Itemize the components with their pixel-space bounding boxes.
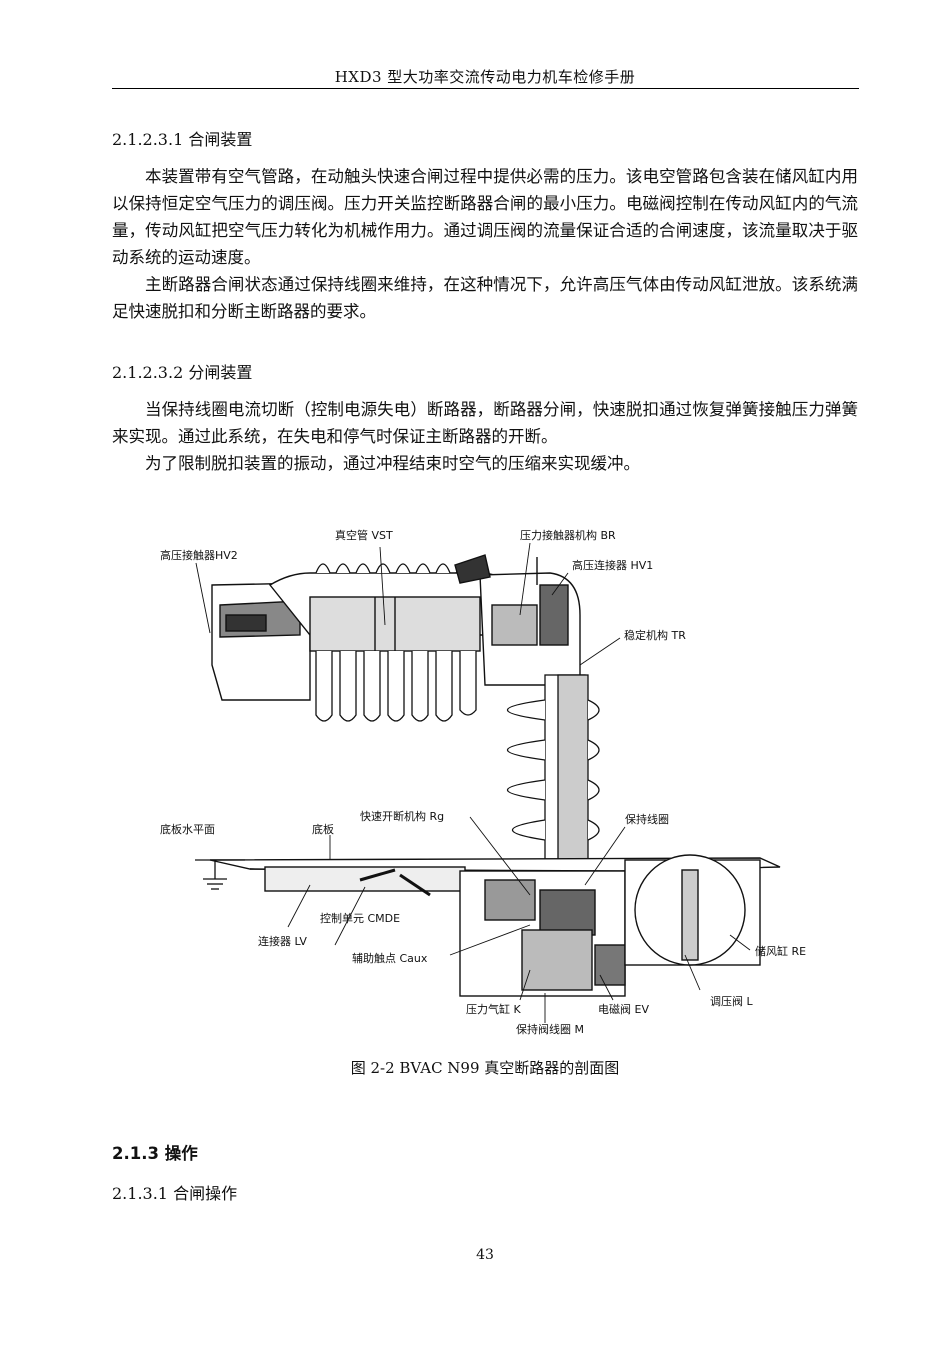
paragraph-2: 主断路器合闸状态通过保持线圈来维持，在这种情况下，允许高压气体由传动风缸泄放。该… [112,275,858,321]
paragraph-closing-device: 本装置带有空气管路，在动触头快速合闸过程中提供必需的压力。该电空管路包含装在储风… [112,163,858,325]
air-reservoir [624,854,761,966]
subsection-heading-closing-operation: 2.1.3.1 合闸操作 [112,1184,238,1203]
label-floor: 底板 [312,822,334,836]
label-connector-lv: 连接器 LV [258,935,307,948]
label-pressure-cylinder: 压力气缸 K [466,1002,521,1016]
circuit-breaker-figure: 真空管 VST 压力接触器机构 BR 高压接触器HV2 高压连接器 HV1 稳定… [140,515,830,1045]
ground-icon [195,859,245,890]
label-holding-coil: 保持线圈 [625,812,669,826]
label-vacuum-tube: 真空管 VST [335,528,393,542]
header-rule [112,88,859,89]
breaker-cross-section-drawing: 真空管 VST 压力接触器机构 BR 高压接触器HV2 高压连接器 HV1 稳定… [160,528,806,1036]
page-number: 43 [476,1247,494,1263]
section-heading-closing-device: 2.1.2.3.1 合闸装置 [112,130,253,149]
figure-caption: 图 2-2 BVAC N99 真空断路器的剖面图 [350,1059,620,1077]
label-hv-contactor-2: 高压接触器HV2 [160,548,238,562]
pressure-contact-head [454,554,581,686]
lower-mechanism-box [459,870,626,997]
label-solenoid-valve: 电磁阀 EV [598,1002,649,1016]
paragraph-1: 本装置带有空气管路，在动触头快速合闸过程中提供必需的压力。该电空管路包含装在储风… [112,167,858,267]
paragraph-4: 为了限制脱扣装置的振动，通过冲程结束时空气的压缩来实现缓冲。 [145,454,640,473]
paragraph-3: 当保持线圈电流切断（控制电源失电）断路器，断路器分闸，快速脱扣通过恢复弹簧接触压… [112,400,858,446]
section-heading-opening-device: 2.1.2.3.2 分闸装置 [112,363,253,382]
paragraph-opening-device: 当保持线圈电流切断（控制电源失电）断路器，断路器分闸，快速脱扣通过恢复弹簧接触压… [112,396,858,477]
label-holding-valve-coil: 保持阀线圈 M [516,1022,584,1036]
label-reservoir: 储风缸 RE [755,944,806,958]
insulator-top-fins [315,563,471,574]
label-regulator-valve: 调压阀 L [710,994,753,1008]
label-stabilizer: 稳定机构 TR [624,628,686,642]
label-hv-connector-1: 高压连接器 HV1 [572,558,653,572]
label-control-unit: 控制单元 CMDE [320,911,400,925]
label-fast-trip: 快速开断机构 Rg [360,809,444,823]
label-floor-level: 底板水平面 [160,822,215,836]
insulator-lower-fins [315,651,477,722]
label-pressure-contact: 压力接触器机构 BR [520,528,616,542]
vertical-column-insulator [507,674,600,876]
section-heading-operation: 2.1.3 操作 [112,1144,198,1163]
label-aux-contact: 辅助触点 Caux [352,951,428,965]
leader-lines [195,542,751,1023]
running-header: HXD3 型大功率交流传动电力机车检修手册 [334,68,636,86]
